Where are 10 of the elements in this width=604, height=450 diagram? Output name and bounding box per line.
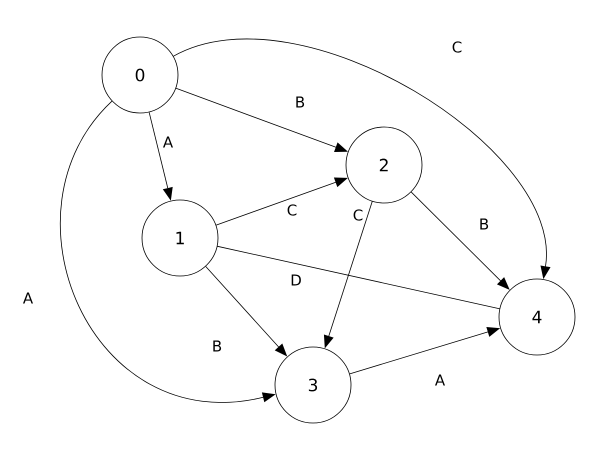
edge-label: C bbox=[352, 208, 364, 222]
edge-label: C bbox=[450, 40, 464, 54]
edge-label: B bbox=[210, 340, 224, 352]
edge-label: A bbox=[434, 374, 446, 386]
edge-label: A bbox=[22, 292, 34, 304]
edge-label: C bbox=[286, 203, 298, 217]
edge-label: B bbox=[478, 218, 490, 230]
edge-label: B bbox=[294, 96, 306, 108]
edge-label: A bbox=[162, 136, 174, 148]
edge-label: D bbox=[289, 274, 303, 286]
